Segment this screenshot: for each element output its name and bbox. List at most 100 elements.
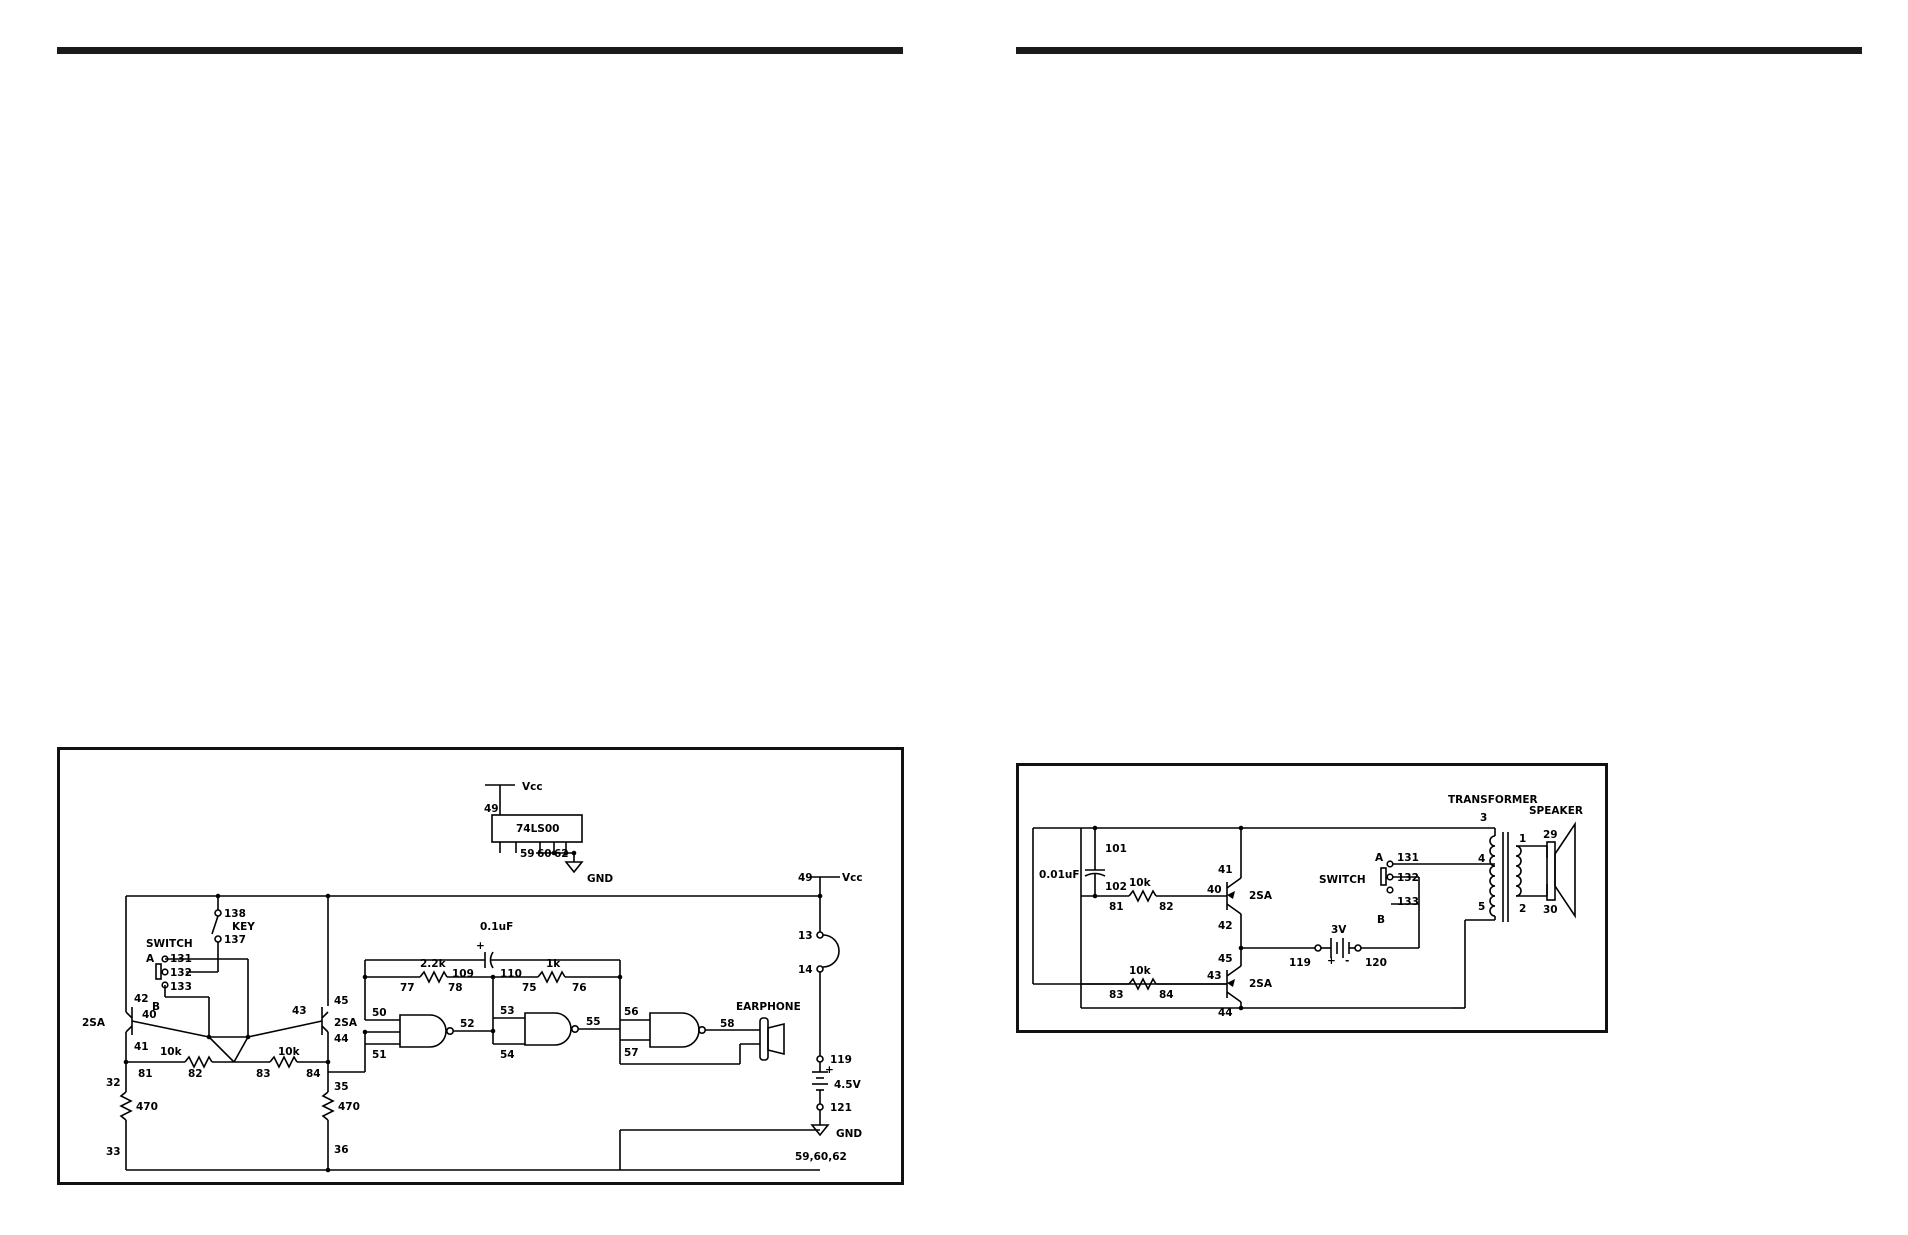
- r-top-pin-82: 82: [1159, 901, 1174, 913]
- cap-pin-102: 102: [1105, 881, 1127, 893]
- cross-coupling: 10k 81 82 10k 83 84: [123, 1034, 331, 1080]
- transformer-label: TRANSFORMER: [1448, 794, 1538, 806]
- tr-pin-1: 1: [1519, 833, 1526, 845]
- r22k-value: 2.2k: [420, 958, 447, 970]
- g2-pin-55: 55: [586, 1016, 601, 1028]
- tr-pin-5: 5: [1478, 901, 1485, 913]
- ic-gnd-pin-60: 60: [537, 848, 552, 860]
- r22k-pin-78: 78: [448, 982, 463, 994]
- ic-vcc-pin: 49: [484, 803, 499, 815]
- bat-pin-120: 120: [1365, 957, 1387, 969]
- switch-pos-a: A: [146, 953, 155, 965]
- g2-pin-54: 54: [500, 1049, 515, 1061]
- earphone-label: EARPHONE: [736, 1001, 801, 1013]
- cap-value: 0.1uF: [480, 921, 513, 933]
- r-top-value: 10k: [1129, 877, 1152, 889]
- vcc-rail-label: Vcc: [842, 872, 863, 884]
- t2-pin-44: 44: [334, 1033, 349, 1045]
- r1k-pin-76: 76: [572, 982, 587, 994]
- bat-plus: +: [1327, 955, 1336, 967]
- transformer: TRANSFORMER 3 4 5 1 2: [1448, 794, 1547, 1009]
- tt-pin-41: 41: [1218, 864, 1233, 876]
- switch-label: SWITCH: [1319, 874, 1366, 886]
- t2-type: 2SA: [334, 1017, 358, 1029]
- switch-pin-131: 131: [1397, 852, 1419, 864]
- r10k-b-value: 10k: [278, 1046, 301, 1058]
- r22k-pin-77: 77: [400, 982, 415, 994]
- switch-pos-b: B: [1377, 914, 1385, 926]
- cap-pin-101: 101: [1105, 843, 1127, 855]
- ic-vcc-label: Vcc: [522, 781, 543, 793]
- schematic-left: Vcc 49 74LS00 59 60 62 GND 49 Vcc 138 KE…: [57, 747, 904, 1185]
- battery-pin-121: 121: [830, 1102, 852, 1114]
- tt-pin-40: 40: [1207, 884, 1222, 896]
- r470-a-pin-33: 33: [106, 1146, 121, 1158]
- capacitor-0-01uf: 101 0.01uF 102: [1039, 828, 1127, 899]
- r10k-a-pin-81: 81: [138, 1068, 153, 1080]
- tt-pin-42: 42: [1218, 920, 1233, 932]
- r1k-value: 1k: [546, 958, 561, 970]
- key-pin-137: 137: [224, 934, 246, 946]
- bat-value: 3V: [1331, 924, 1347, 936]
- r10k-b-pin-83: 83: [256, 1068, 271, 1080]
- earphone: EARPHONE: [736, 1001, 801, 1064]
- r10k-a-value: 10k: [160, 1046, 183, 1058]
- r10k-b-pin-84: 84: [306, 1068, 321, 1080]
- r-bottom-value: 10k: [1129, 965, 1152, 977]
- supply-section: 13 14 119 + 4.5V 121 GND 59,60,62: [619, 930, 862, 1170]
- bat-pin-119: 119: [1289, 957, 1311, 969]
- r470-b-value: 470: [338, 1101, 360, 1113]
- switch-pin-132: 132: [170, 967, 192, 979]
- switch-pos-a: A: [1375, 852, 1384, 864]
- tb-type: 2SA: [1249, 978, 1273, 990]
- jumper-pin-13: 13: [798, 930, 813, 942]
- schematic-right-drawing: 101 0.01uF 102 10k 81 82 41 40 2SA 42: [1032, 794, 1583, 1019]
- speaker-pin-29: 29: [1543, 829, 1558, 841]
- bottom-stage: 10k 83 84 43 2SA 44: [1081, 948, 1273, 1019]
- cap-pin-109: 109: [452, 968, 474, 980]
- switch-pin-133: 133: [170, 981, 192, 993]
- tr-pin-2: 2: [1519, 903, 1526, 915]
- r10k-a-pin-82: 82: [188, 1068, 203, 1080]
- transistor-1: 42 2SA 40 41: [82, 993, 210, 1092]
- t1-type: 2SA: [82, 1017, 106, 1029]
- header-rule-right: [1016, 47, 1862, 54]
- g3-pin-58: 58: [720, 1018, 735, 1030]
- tt-type: 2SA: [1249, 890, 1273, 902]
- t1-pin-40: 40: [142, 1009, 157, 1021]
- g3-pin-56: 56: [624, 1006, 639, 1018]
- switch-pos-b: B: [152, 1001, 160, 1013]
- vcc-rail-pin: 49: [798, 872, 813, 884]
- key-switch: 138 KEY 137: [186, 896, 255, 973]
- r-top-pin-81: 81: [1109, 901, 1124, 913]
- tb-pin-43: 43: [1207, 970, 1222, 982]
- speaker: SPEAKER 29 30: [1529, 805, 1583, 919]
- header-rule-left: [57, 47, 903, 54]
- speaker-label: SPEAKER: [1529, 805, 1583, 817]
- switch-left: SWITCH A 131 132 133 B: [146, 938, 249, 1037]
- battery-value: 4.5V: [834, 1079, 862, 1091]
- switch-right: SWITCH A 131 132 133 B: [1319, 852, 1495, 926]
- schematic-right: 101 0.01uF 102 10k 81 82 41 40 2SA 42: [1016, 763, 1608, 1033]
- t1-pin-42: 42: [134, 993, 149, 1005]
- ic-gnd-label: GND: [587, 873, 613, 885]
- ic-gnd-pin-59: 59: [520, 848, 535, 860]
- speaker-pin-30: 30: [1543, 904, 1558, 916]
- g2-pin-53: 53: [500, 1005, 515, 1017]
- r470-a-pin-32: 32: [106, 1077, 121, 1089]
- top-rail: 49 Vcc: [125, 872, 863, 1006]
- feedback-network: 0.1uF + 109 110 2.2k 77 78 1k 75 76: [364, 921, 623, 994]
- r1k-pin-75: 75: [522, 982, 537, 994]
- tb-pin-45: 45: [1218, 953, 1233, 965]
- key-label: KEY: [232, 921, 255, 933]
- tr-pin-4: 4: [1478, 853, 1485, 865]
- r-bottom-pin-83: 83: [1109, 989, 1124, 1001]
- t2-pin-45: 45: [334, 995, 349, 1007]
- svg-text:+: +: [476, 940, 485, 952]
- cap-pin-110: 110: [500, 968, 522, 980]
- t1-pin-41: 41: [134, 1041, 149, 1053]
- r470-a-value: 470: [136, 1101, 158, 1113]
- nand-gates: 50 51 52 53 54 55 56 57 58: [328, 974, 740, 1073]
- jumper-pin-14: 14: [798, 964, 813, 976]
- switch-label: SWITCH: [146, 938, 193, 950]
